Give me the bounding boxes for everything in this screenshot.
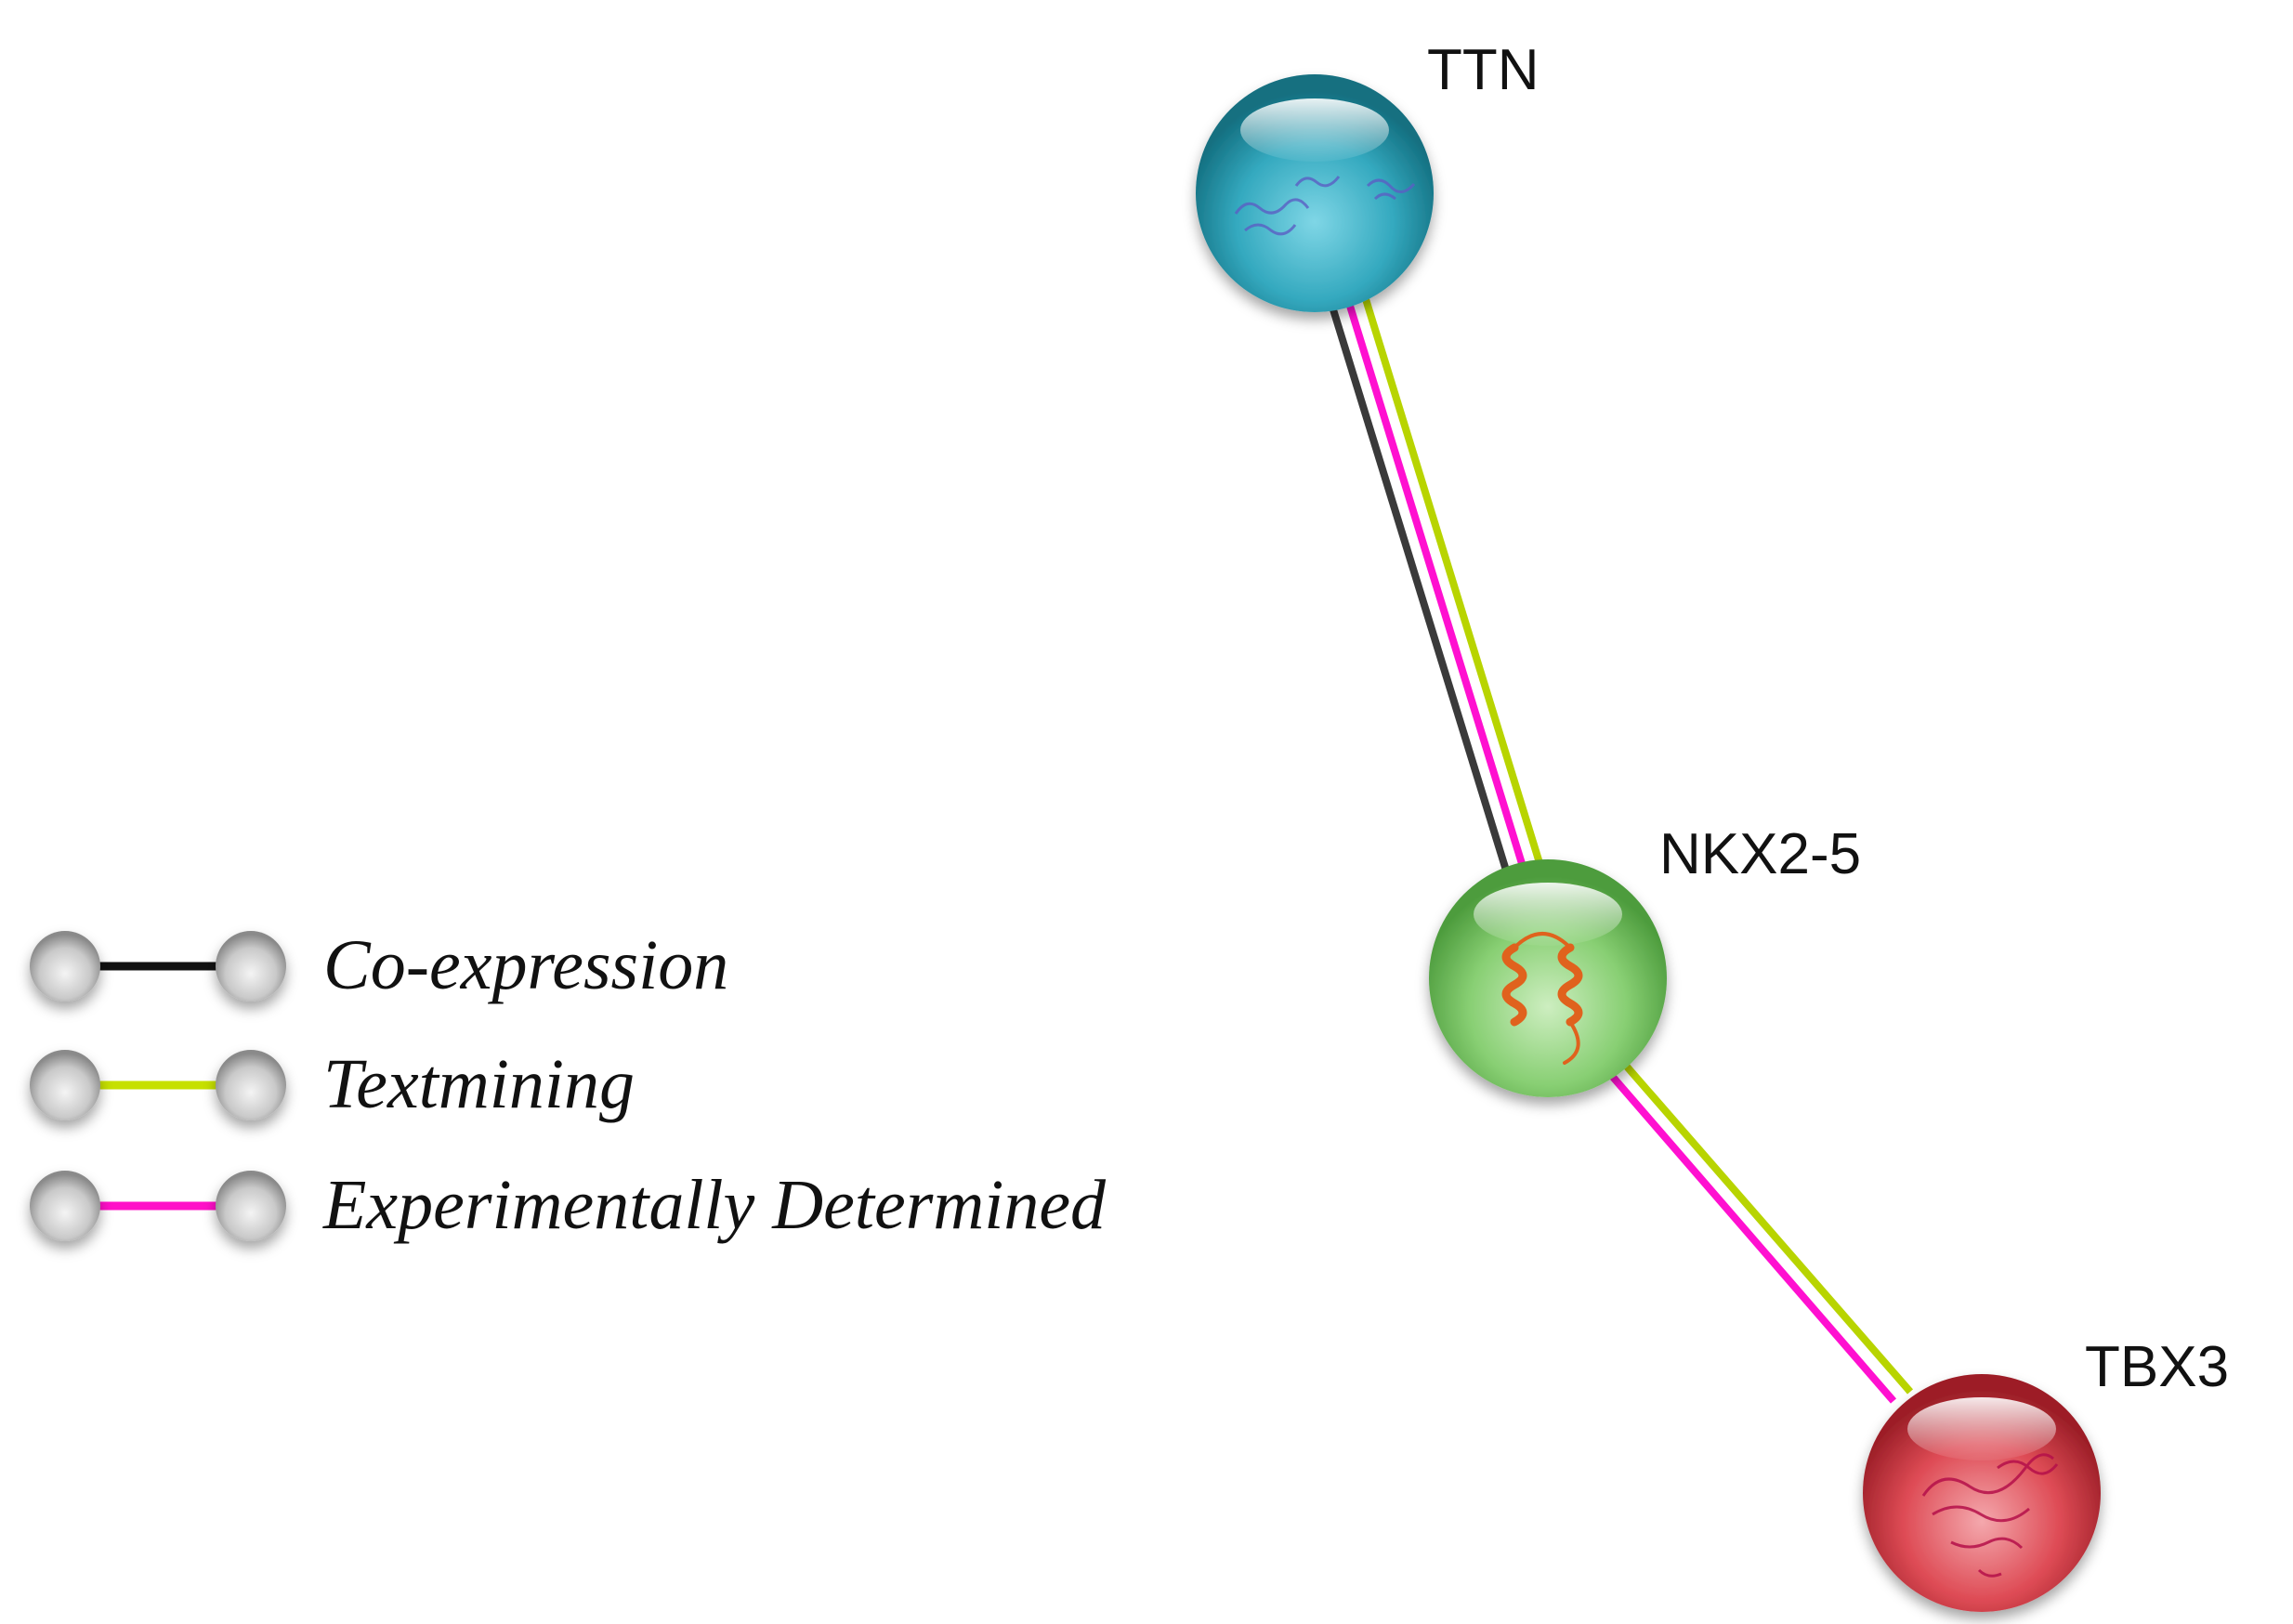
edge-ttn-nkx-coexpression [1329, 305, 1511, 875]
legend-node-icon [30, 1050, 100, 1120]
node-ttn-highlight [1240, 98, 1389, 162]
legend-item-textmining: Textmining [30, 1045, 635, 1123]
edge-ttn-nkx-experimental [1345, 301, 1527, 871]
legend-label-textmining: Textmining [323, 1045, 635, 1123]
node-nkx2-5[interactable]: NKX2-5 [1429, 822, 1861, 1097]
node-tbx3[interactable]: TBX3 [1863, 1335, 2229, 1612]
node-ttn[interactable]: TTN [1196, 38, 1540, 312]
protein-structure-icon [1501, 932, 1583, 1065]
node-nkx2-5-label: NKX2-5 [1659, 822, 1861, 886]
legend-node-icon [30, 1171, 100, 1241]
edge-nkx-tbx [1602, 1056, 1914, 1404]
node-nkx2-5-highlight [1474, 883, 1622, 946]
protein-structure-icon [1234, 176, 1416, 236]
edge-ttn-nkx [1329, 297, 1544, 875]
node-tbx3-highlight [1907, 1397, 2056, 1460]
legend-item-coexpression: Co-expression [30, 926, 728, 1004]
legend-node-icon [216, 1171, 286, 1241]
edge-ttn-nkx-textmining [1362, 297, 1544, 868]
node-tbx3-label: TBX3 [2085, 1335, 2229, 1399]
legend: Co-expression Textmining Experimentally … [30, 926, 1107, 1244]
legend-label-coexpression: Co-expression [323, 926, 728, 1004]
legend-label-experimental: Experimentally Determined [322, 1166, 1107, 1244]
node-ttn-label: TTN [1427, 38, 1540, 102]
legend-node-icon [30, 931, 100, 1002]
legend-node-icon [216, 931, 286, 1002]
legend-node-icon [216, 1050, 286, 1120]
legend-item-experimental: Experimentally Determined [30, 1166, 1107, 1244]
edge-nkx-tbx-experimental [1602, 1066, 1897, 1404]
protein-structure-icon [1921, 1453, 2059, 1578]
edge-nkx-tbx-textmining [1617, 1056, 1914, 1395]
